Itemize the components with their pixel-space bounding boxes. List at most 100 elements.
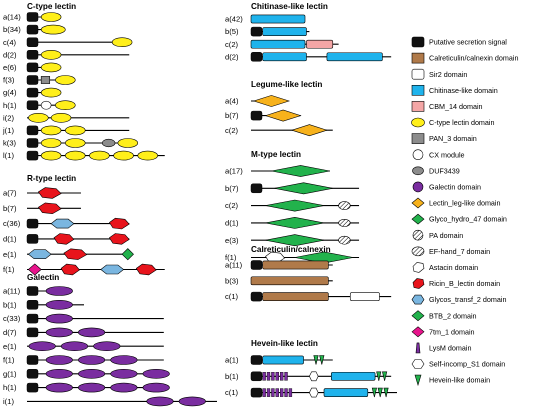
legend-label: Putative secretion signal — [429, 38, 507, 47]
legend-label: Lectin_leg-like domain — [429, 199, 501, 208]
row-label: i(2) — [3, 113, 14, 122]
ctype-domain — [50, 113, 72, 123]
protein-row: c(1) — [225, 387, 397, 398]
ctype-domain — [137, 150, 158, 161]
protein-row: a(7) — [3, 187, 81, 199]
cbm14-icon — [411, 101, 425, 112]
ricin-icon — [412, 278, 425, 289]
legend-label: EF-hand_7 domain — [429, 247, 490, 256]
panel-title: Galectin — [27, 273, 59, 282]
chitinase-domain — [323, 388, 369, 397]
signal-peptide — [26, 100, 39, 110]
galectin-domain — [45, 299, 73, 310]
legend-label: Galectin domain — [429, 183, 481, 192]
btb-domain — [121, 248, 134, 261]
row-label: f(3) — [3, 76, 15, 85]
row-label: i(1) — [3, 397, 14, 406]
galectin-domain — [77, 355, 106, 365]
row-label: l(1) — [3, 151, 14, 160]
galectin-domain — [93, 341, 121, 352]
ricin-domain — [37, 202, 62, 215]
legend-item: EF-hand_7 domain — [411, 246, 490, 257]
protein-row: f(1) — [225, 251, 360, 264]
calret-domain — [262, 260, 329, 270]
row-label: b(1) — [225, 372, 239, 381]
lysm-domain — [280, 388, 284, 397]
signal-peptide — [26, 286, 39, 296]
chitinase-domain — [250, 39, 306, 49]
ricin-domain — [37, 187, 62, 199]
galectin-domain — [142, 368, 170, 379]
panel-title: Legume-like lectin — [251, 80, 322, 89]
lysm-domain — [266, 372, 271, 381]
glyco47-domain — [265, 199, 325, 212]
signal-peptide — [250, 183, 263, 194]
legend-label: CBM_14 domain — [429, 102, 483, 111]
protein-row: f(3) — [3, 75, 76, 85]
calret-icon — [411, 52, 425, 64]
legend-item: Putative secretion signal — [411, 36, 507, 48]
galectin-domain — [77, 368, 106, 379]
ctype-domain — [40, 138, 62, 148]
lysm-domain — [284, 388, 288, 397]
galectin-domain — [110, 355, 138, 365]
lysm-icon — [415, 342, 421, 354]
legend-label: LysM domain — [429, 344, 471, 353]
legend-item: DUF3439 — [412, 166, 460, 175]
row-label: d(7) — [3, 328, 17, 337]
pan3-domain — [40, 76, 51, 84]
protein-row: f(1) — [3, 263, 165, 276]
legend-item: C-type lectin domain — [411, 117, 495, 128]
signal-peptide — [26, 50, 39, 60]
legend-label: PA domain — [429, 231, 463, 240]
lysm-domain — [288, 388, 293, 397]
row-label: f(1) — [3, 356, 15, 365]
signal-icon — [411, 36, 425, 48]
hevein-domain — [382, 371, 388, 381]
galectin-domain — [45, 327, 73, 338]
hevein-domain — [383, 387, 389, 398]
galectin-domain — [142, 382, 170, 393]
panel-galectin: Galectina(11)b(1)c(33)d(7)e(1)f(1)g(1)h(… — [3, 273, 217, 407]
galectin-domain — [146, 396, 174, 407]
signal-peptide — [26, 24, 39, 35]
signal-peptide — [26, 300, 39, 310]
legend-item: Chitinase-like domain — [411, 85, 498, 96]
lysm-domain — [262, 388, 266, 397]
row-label: a(1) — [225, 356, 239, 365]
row-label: e(3) — [225, 236, 239, 245]
protein-row: d(1) — [225, 216, 360, 229]
tm7-icon — [411, 326, 425, 338]
legend-item: Glyco_hydro_47 domain — [411, 213, 507, 225]
protein-row: b(5) — [225, 26, 310, 37]
pan3-icon — [411, 133, 425, 144]
galectin-domain — [45, 355, 73, 365]
ricin-domain — [63, 248, 88, 260]
legend-item: CBM_14 domain — [411, 101, 483, 112]
row-label: c(1) — [225, 388, 239, 397]
row-label: f(1) — [225, 253, 237, 262]
legend-label: C-type lectin domain — [429, 118, 495, 127]
panel-title: Calreticulin/calnexin — [251, 245, 331, 254]
row-label: h(1) — [3, 383, 17, 392]
row-label: c(1) — [225, 292, 239, 301]
hevein-domain — [371, 387, 377, 398]
ctype-domain — [65, 150, 86, 161]
protein-row: a(1) — [225, 355, 333, 365]
legend-label: DUF3439 — [429, 166, 460, 175]
row-label: c(2) — [225, 40, 239, 49]
protein-row: d(1) — [3, 233, 130, 245]
row-label: d(2) — [3, 50, 17, 59]
row-label: b(7) — [3, 204, 17, 213]
lysm-domain — [271, 388, 275, 397]
ctype-domain — [40, 12, 62, 22]
row-label: a(17) — [225, 167, 243, 176]
row-label: b(1) — [3, 300, 17, 309]
row-label: a(4) — [225, 97, 239, 106]
ctype-domain — [89, 150, 110, 161]
protein-row: b(7) — [3, 202, 81, 215]
row-label: a(7) — [3, 189, 17, 198]
ricin-domain — [108, 233, 130, 245]
ctype-domain — [40, 150, 62, 161]
